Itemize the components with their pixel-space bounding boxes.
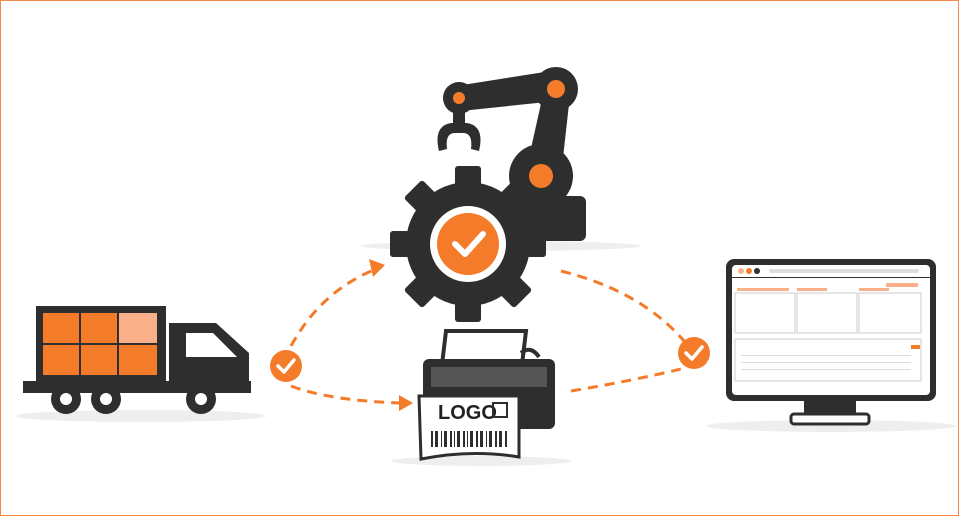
arrowheads xyxy=(369,259,413,411)
flow-arrows xyxy=(289,267,686,405)
computer-monitor-icon xyxy=(726,259,936,426)
delivery-truck-icon xyxy=(23,306,251,414)
label-printer-icon: LOGO xyxy=(417,329,555,461)
barcode-icon xyxy=(431,431,507,447)
check-circle-icon xyxy=(678,337,710,369)
label-logo-text: LOGO xyxy=(438,402,497,424)
check-circle-icon xyxy=(270,350,302,382)
gear-check-icon xyxy=(390,166,546,322)
